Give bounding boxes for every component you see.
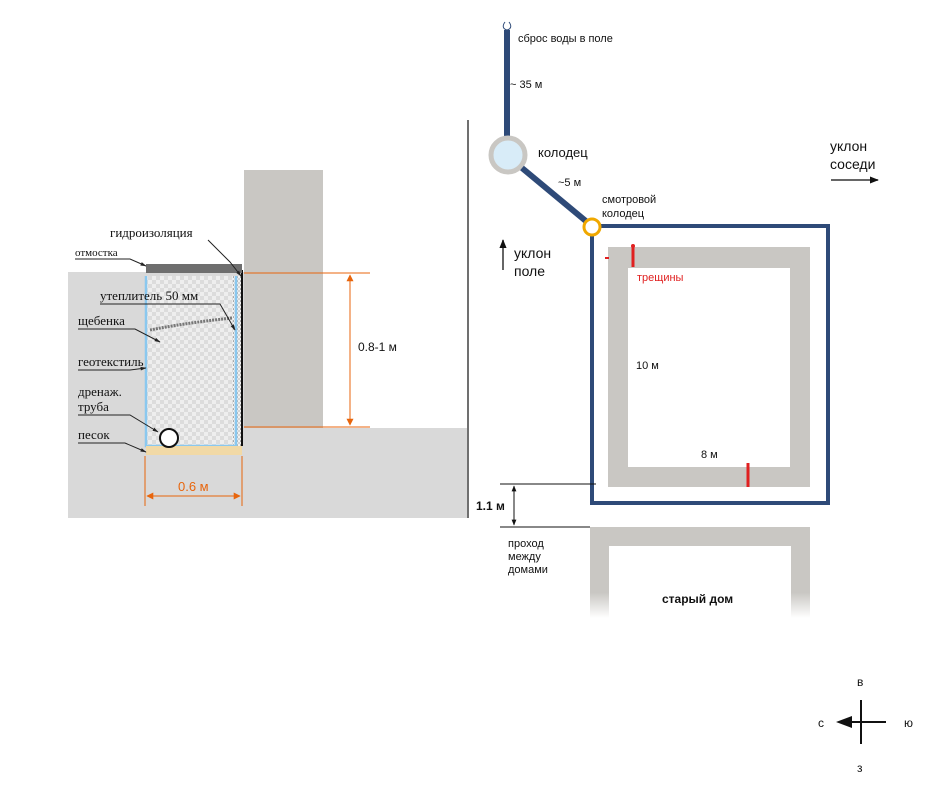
ground-lower <box>244 428 467 518</box>
gravel-top-line <box>149 316 233 332</box>
sand-label: песок <box>78 427 110 442</box>
inspection-well-label-1: смотровой <box>602 194 656 206</box>
pipe-length-2-label: ~5 м <box>558 177 581 189</box>
blind-area-label: отмостка <box>75 247 118 259</box>
compass-west: с <box>818 716 824 730</box>
passage-label-2: между <box>508 551 541 563</box>
plan-view: сброс воды в поле ~ 35 м колодец ~5 м см… <box>476 21 913 775</box>
cracks-label: трещины <box>637 272 684 284</box>
slope-neighbors-label-2: соседи <box>830 156 875 172</box>
insulation-label: утеплитель 50 мм <box>100 288 198 303</box>
passage-label-3: домами <box>508 564 548 576</box>
crack-dot-top <box>631 244 635 248</box>
compass-east: ю <box>904 716 913 730</box>
well-circle <box>488 135 528 175</box>
depth-label: 0.8-1 м <box>358 340 397 354</box>
slope-neighbors-label-1: уклон <box>830 138 867 154</box>
connector-pipe <box>520 165 589 225</box>
blind-area-leader <box>75 258 147 267</box>
compass-north: в <box>857 675 863 689</box>
foundation-wall <box>244 170 323 428</box>
insulation-layer <box>233 276 242 446</box>
blind-area-slab <box>146 264 242 273</box>
house-length-label: 10 м <box>636 360 659 372</box>
gap-label: 1.1 м <box>476 499 505 513</box>
geotextile-leader <box>78 366 147 371</box>
width-label: 0.6 м <box>178 479 209 494</box>
drain-pipe-label-1: дренаж. <box>78 384 122 399</box>
well-label: колодец <box>538 145 588 160</box>
waterproofing-label: гидроизоляция <box>110 225 193 240</box>
sand-leader <box>78 442 147 453</box>
slope-field-label-2: поле <box>514 263 545 279</box>
compass-rose: в з с ю <box>818 675 913 775</box>
old-house-label: старый дом <box>662 592 733 606</box>
discharge-label: сброс воды в поле <box>518 33 613 45</box>
drain-pipe-label-2: труба <box>78 399 109 414</box>
sand-layer <box>146 446 242 455</box>
waterproofing-leader <box>207 239 242 277</box>
gravel-leader <box>78 328 161 343</box>
discharge-outlet-icon <box>502 21 512 31</box>
gravel-label: щебенка <box>78 313 125 328</box>
slope-field-label-1: уклон <box>514 245 551 261</box>
old-house-walls <box>590 527 810 618</box>
drain-pipe-circle <box>159 428 179 448</box>
inspection-well-label-2: колодец <box>602 208 645 220</box>
insulation-leader <box>100 303 236 331</box>
drain-pipe-leader <box>78 414 159 433</box>
house-width-label: 8 м <box>701 449 718 461</box>
geotextile-label: геотекстиль <box>78 354 144 369</box>
inspection-well-circle <box>582 217 602 237</box>
passage-label-1: проход <box>508 538 544 550</box>
cross-section: 0.8-1 м 0.6 м гидроизоляция отмостка уте… <box>68 120 469 518</box>
pipe-length-1-label: ~ 35 м <box>510 79 542 91</box>
compass-arrow-icon <box>836 716 852 728</box>
compass-south: з <box>857 761 863 775</box>
drainage-ring <box>590 224 830 505</box>
